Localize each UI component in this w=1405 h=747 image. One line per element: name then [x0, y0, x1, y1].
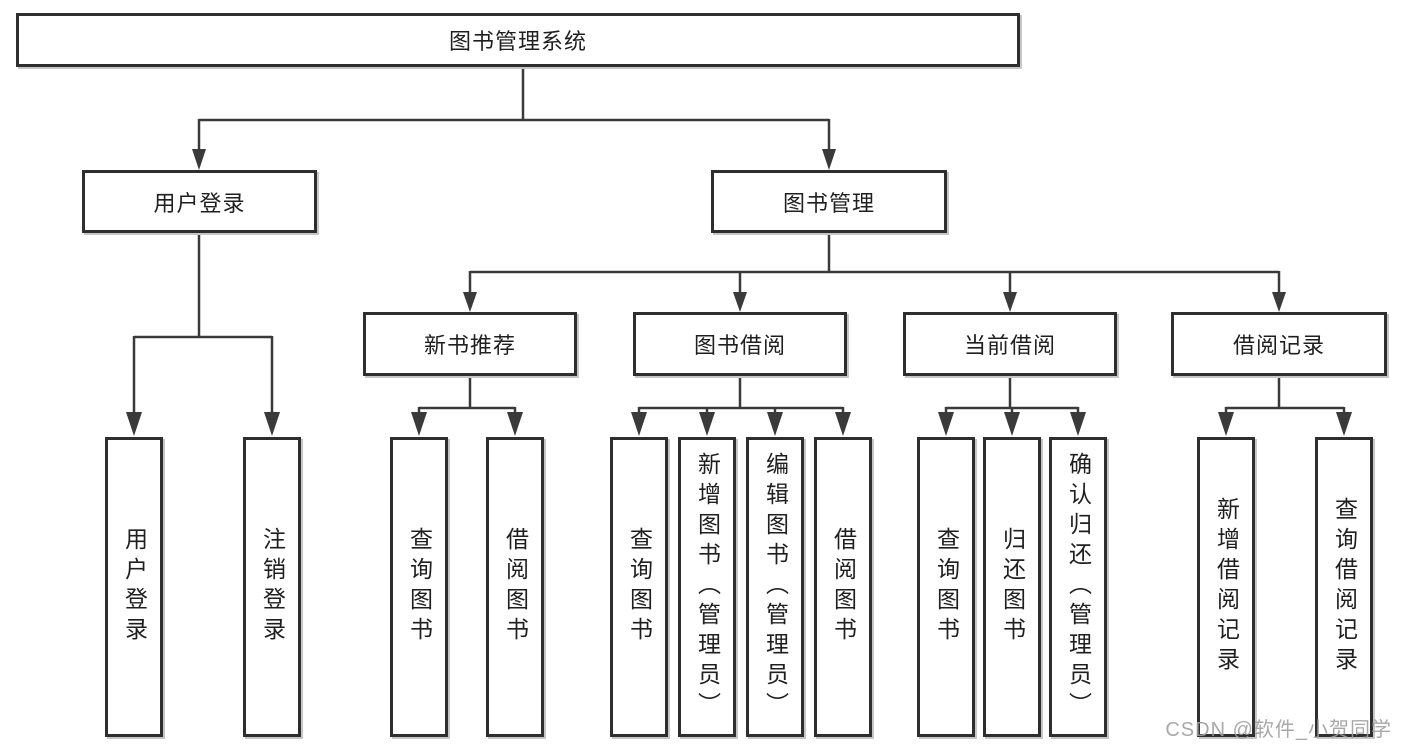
leaf-edit-books-admin: 编辑图书（管理员）	[746, 437, 804, 737]
node-borrowing-records: 借阅记录	[1171, 312, 1387, 376]
leaf-logout: 注销登录	[243, 437, 301, 737]
leaf-query-books-2: 查询图书	[610, 437, 668, 737]
leaf-confirm-return-admin: 确认归还（管理员）	[1049, 437, 1107, 737]
leaf-return-books: 归还图书	[983, 437, 1041, 737]
node-new-book-recommend: 新书推荐	[363, 312, 577, 376]
leaf-add-books-admin: 新增图书（管理员）	[678, 437, 736, 737]
leaf-query-books-3: 查询图书	[917, 437, 975, 737]
node-book-management: 图书管理	[711, 170, 947, 233]
node-library-management-system: 图书管理系统	[16, 13, 1020, 67]
leaf-query-books-1: 查询图书	[390, 437, 448, 737]
node-user-login: 用户登录	[82, 170, 317, 233]
leaf-user-login: 用户登录	[105, 437, 163, 737]
node-current-borrowing: 当前借阅	[903, 312, 1117, 376]
leaf-borrow-books-2: 借阅图书	[814, 437, 872, 737]
leaf-borrow-books-1: 借阅图书	[486, 437, 544, 737]
leaf-add-borrow-record: 新增借阅记录	[1197, 437, 1255, 737]
csdn-watermark: CSDN @软件_小贺同学	[1165, 719, 1392, 741]
leaf-query-borrow-record: 查询借阅记录	[1315, 437, 1373, 737]
node-book-borrowing: 图书借阅	[633, 312, 847, 376]
